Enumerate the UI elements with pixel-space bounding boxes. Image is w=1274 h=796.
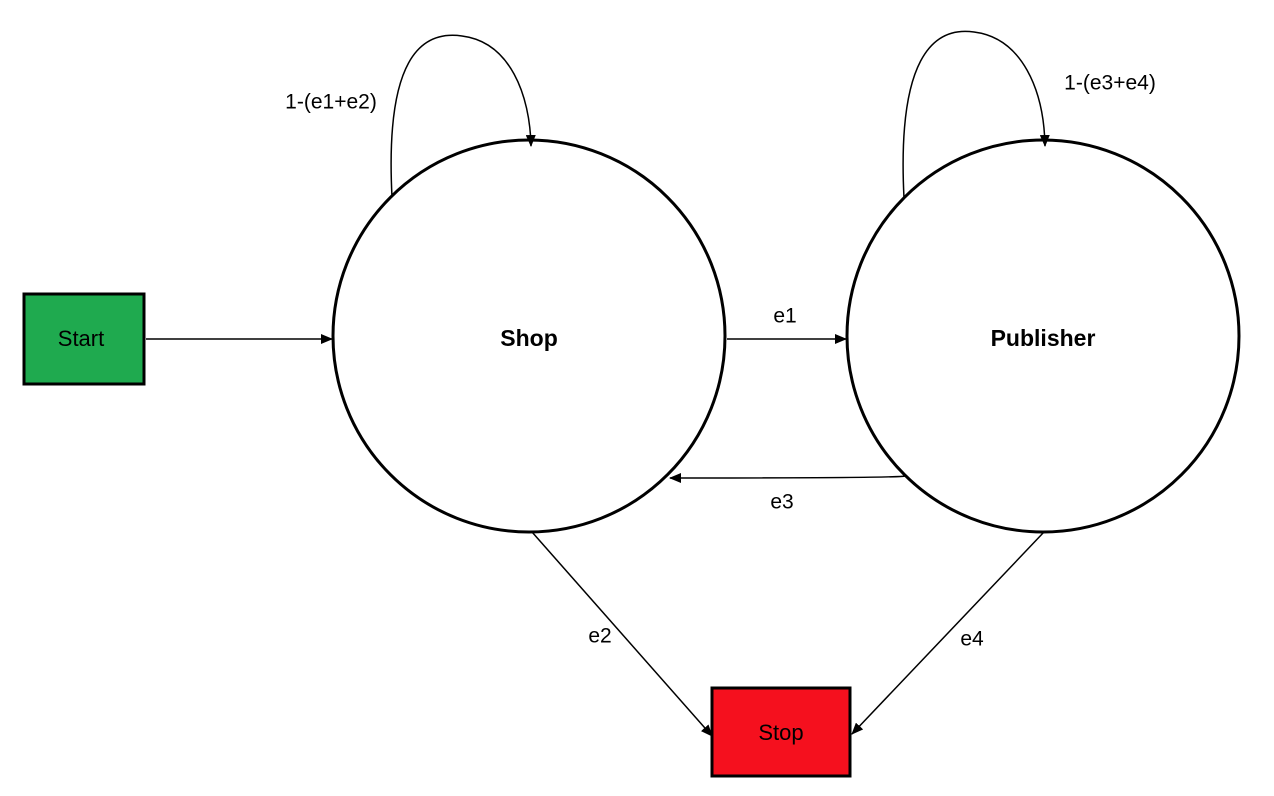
start-label: Start: [58, 326, 104, 351]
publisher-self-loop-arrow: [902, 30, 1050, 199]
stop-box: [710, 686, 852, 778]
publisher-node: Publisher: [845, 138, 1241, 534]
shop-self-loop-arrow: [390, 34, 536, 198]
shop-loop-label: 1-(e1+e2): [285, 91, 377, 114]
publisher-to-stop-arrow: [851, 531, 1045, 735]
shop-label: Shop: [500, 325, 558, 351]
stop-node: Stop: [710, 686, 852, 778]
stop-label: Stop: [758, 720, 803, 745]
shop-node: Shop: [331, 138, 727, 534]
shop-to-stop-arrow: [531, 531, 713, 737]
start-box: [22, 292, 146, 386]
e3-label: e3: [770, 491, 793, 514]
publisher-loop-label: 1-(e3+e4): [1064, 72, 1156, 95]
e4-label: e4: [960, 628, 984, 651]
publisher-to-shop-arrow: [669, 472, 906, 483]
publisher-label: Publisher: [991, 325, 1096, 351]
start-node: Start: [22, 292, 146, 386]
e2-label: e2: [588, 625, 611, 648]
e1-label: e1: [773, 305, 796, 328]
